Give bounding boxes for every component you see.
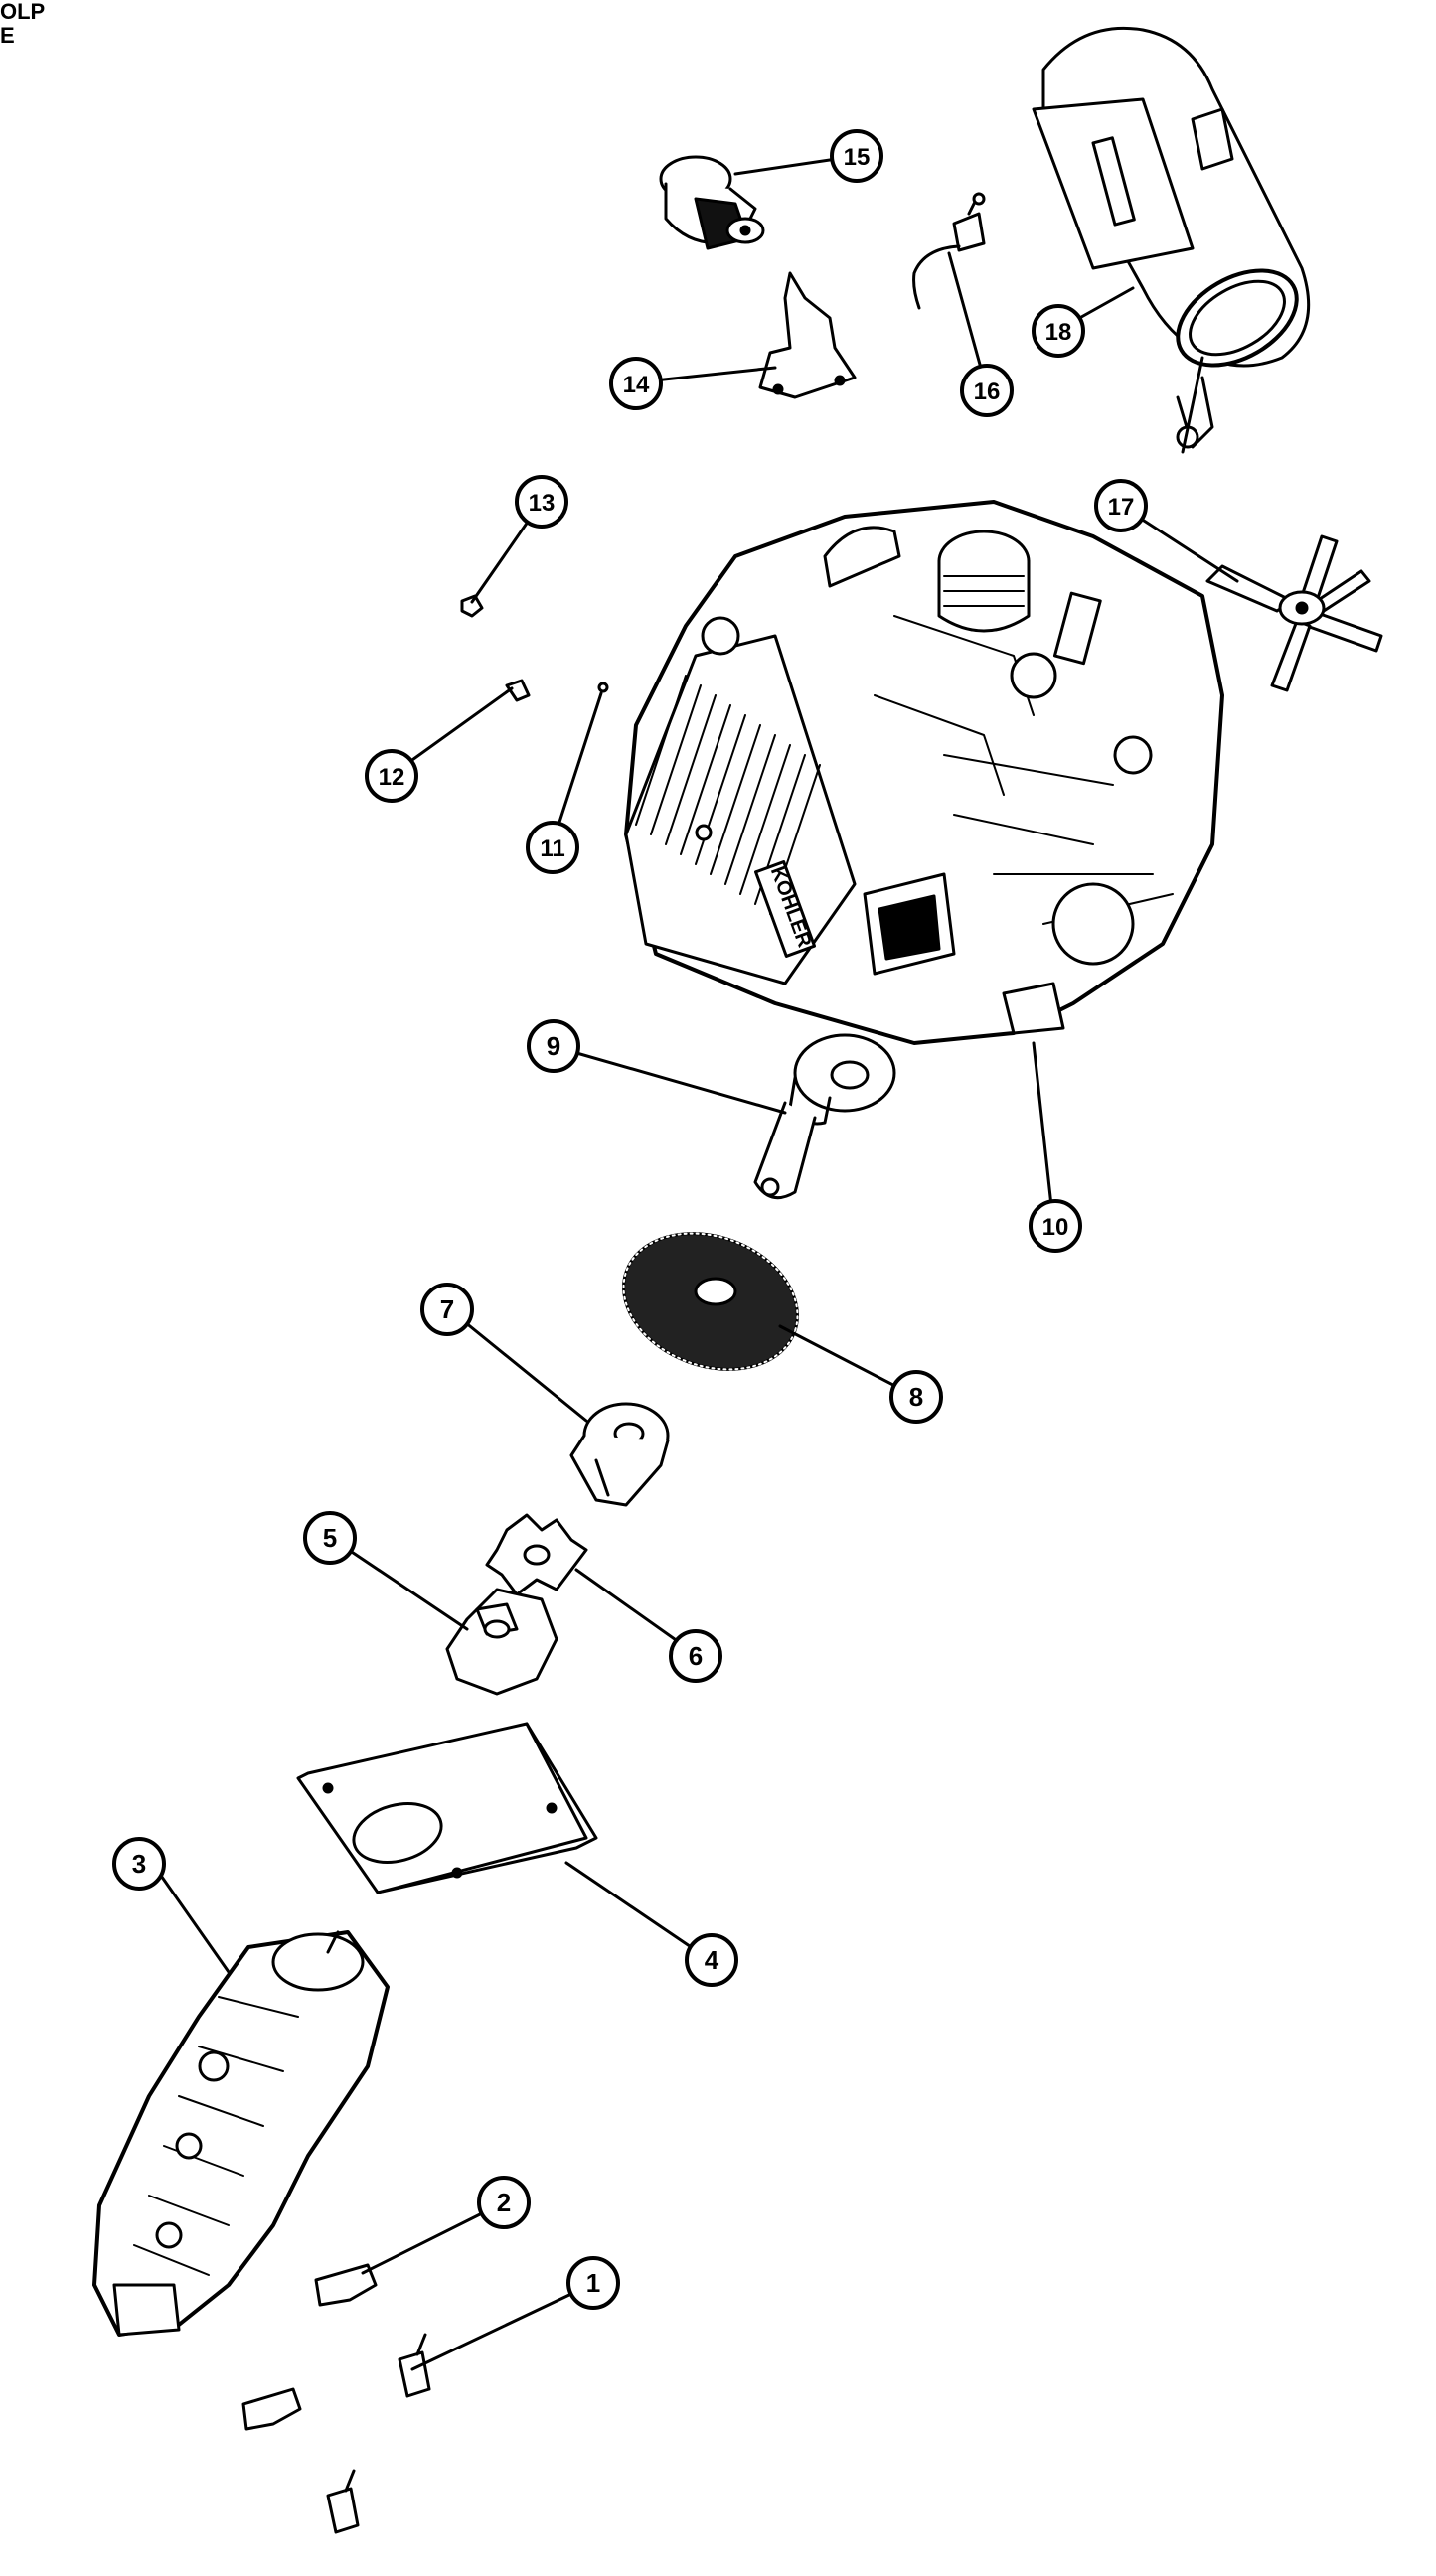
callout-number: 6 <box>689 1641 703 1671</box>
callout-5: 5 <box>303 1511 357 1565</box>
callout-14: 14 <box>609 357 663 410</box>
callout-number: 7 <box>440 1294 454 1324</box>
part-drive-shaft-adapter <box>753 1033 896 1200</box>
corner-caption-line-1: OLP <box>0 0 46 24</box>
callout-number: 11 <box>540 835 564 862</box>
part-temperature-sensor <box>912 192 986 310</box>
callout-circle <box>527 1019 580 1073</box>
part-coupler-spider <box>485 1513 588 1596</box>
leader-10 <box>1032 1041 1055 1226</box>
callout-circle <box>609 357 663 410</box>
callout-circle <box>477 2176 531 2229</box>
part-pump-mount-plate <box>296 1722 598 1894</box>
leader-7 <box>447 1307 588 1423</box>
leader-5 <box>329 1536 469 1631</box>
part-mounting-bracket <box>758 271 857 399</box>
callout-16: 16 <box>960 364 1014 417</box>
callout-number: 9 <box>547 1031 560 1061</box>
callout-circle <box>112 1837 166 1891</box>
callout-1: 1 <box>566 2256 620 2310</box>
leader-3 <box>150 1861 231 1974</box>
callout-17: 17 <box>1094 479 1148 532</box>
callout-number: 10 <box>1042 1214 1069 1241</box>
leader-9 <box>551 1044 787 1115</box>
callout-9: 9 <box>527 1019 580 1073</box>
callout-15: 15 <box>830 129 883 183</box>
callout-circle <box>365 749 418 803</box>
leader-11 <box>550 691 603 848</box>
corner-caption-line-2: E <box>0 23 15 48</box>
callout-number: 13 <box>529 490 556 517</box>
callout-circle <box>669 1629 722 1683</box>
callout-3: 3 <box>112 1837 166 1891</box>
leader-4 <box>564 1861 711 1961</box>
callout-number: 18 <box>1045 319 1072 346</box>
callout-13: 13 <box>515 475 568 529</box>
part-small-hardware <box>460 594 609 702</box>
callout-circle <box>1029 1199 1082 1253</box>
part-hydraulic-pump <box>92 1930 390 2337</box>
callout-circle <box>889 1370 943 1424</box>
callout-circle <box>1032 304 1085 358</box>
part-coupler-half-lower <box>445 1588 558 1696</box>
part-perforated-disc <box>622 1232 799 1371</box>
callout-circle <box>1094 479 1148 532</box>
callout-7: 7 <box>420 1283 474 1336</box>
callout-4: 4 <box>685 1933 738 1987</box>
corner-caption: OLP E <box>0 0 45 48</box>
callout-number: 3 <box>132 1849 146 1879</box>
leader-8 <box>778 1324 916 1398</box>
callout-circle <box>515 475 568 529</box>
callout-number: 14 <box>623 372 650 398</box>
callout-number: 12 <box>379 764 405 791</box>
callout-circle <box>960 364 1014 417</box>
callout-number: 15 <box>844 144 871 171</box>
callout-18: 18 <box>1032 304 1085 358</box>
part-engine: KOHLER <box>624 500 1224 1045</box>
callout-circle <box>303 1511 357 1565</box>
callout-number: 1 <box>586 2268 600 2298</box>
callout-number: 16 <box>974 379 1001 405</box>
leader-2 <box>361 2201 504 2275</box>
part-cooling-fan <box>1205 534 1383 692</box>
callout-number: 8 <box>909 1382 923 1412</box>
callout-2: 2 <box>477 2176 531 2229</box>
part-coupler-half-upper <box>569 1402 670 1507</box>
callout-number: 4 <box>705 1945 719 1975</box>
callout-circle <box>685 1933 738 1987</box>
callout-number: 2 <box>497 2188 511 2217</box>
callout-circle <box>566 2256 620 2310</box>
callout-6: 6 <box>669 1629 722 1683</box>
callout-10: 10 <box>1029 1199 1082 1253</box>
callout-circle <box>830 129 883 183</box>
callout-11: 11 <box>526 821 579 874</box>
callout-number: 5 <box>323 1523 337 1553</box>
callout-number: 17 <box>1108 494 1135 521</box>
leader-1 <box>410 2283 592 2371</box>
callout-8: 8 <box>889 1370 943 1424</box>
part-small-bracket <box>241 2263 378 2431</box>
callout-circle <box>420 1283 474 1336</box>
part-muffler <box>1032 26 1311 454</box>
callout-circle <box>526 821 579 874</box>
part-air-filter <box>659 155 765 250</box>
part-micro-switch <box>326 2333 431 2534</box>
callout-12: 12 <box>365 749 418 803</box>
